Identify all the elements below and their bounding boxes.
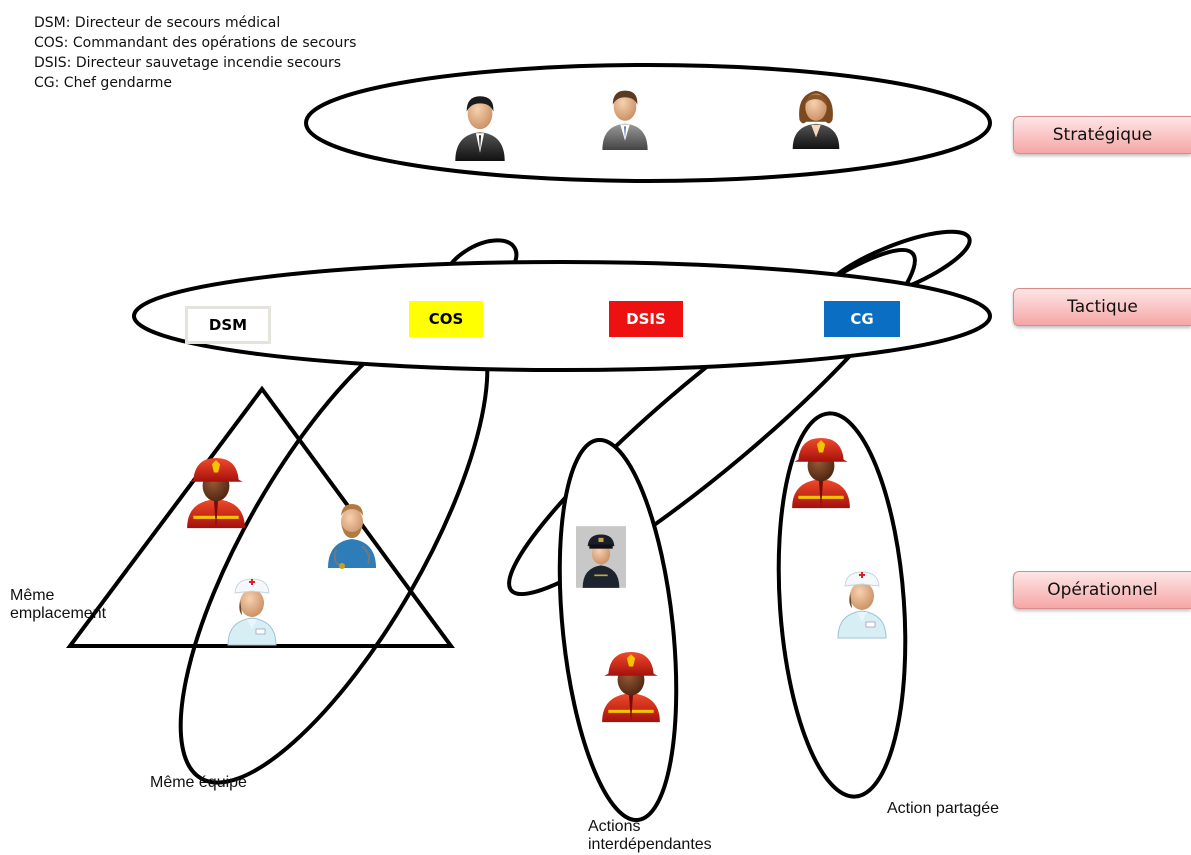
strategic-ellipse <box>304 63 992 183</box>
level-strategic: Stratégique <box>1013 116 1191 154</box>
shared-action-label: Action partagée <box>887 800 1000 817</box>
businesswoman-icon <box>792 90 840 149</box>
shared-action-ellipse <box>776 411 908 799</box>
interdependent-actions-label-line2: interdépendantes <box>588 836 712 853</box>
legend-item-dsm: DSM: Directeur de secours médical <box>34 15 281 31</box>
legend-item-dsis: DSIS: Directeur sauvetage incendie secou… <box>34 55 342 71</box>
tactical-ellipse <box>132 260 992 372</box>
same-location-label: Même emplacement <box>10 587 106 623</box>
legend-item-cg: CG: Chef gendarme <box>34 75 173 91</box>
role-cos: COS <box>409 301 483 337</box>
abbreviation-legend: DSM: Directeur de secours médical COS: C… <box>34 13 356 93</box>
interdependent-actions-ellipse <box>557 437 679 823</box>
legend-item-cos: COS: Commandant des opérations de secour… <box>34 35 357 51</box>
firefighter-icon <box>792 438 850 509</box>
police-officer-icon <box>576 526 626 588</box>
nurse-icon <box>837 571 887 639</box>
role-dsm: DSM <box>185 306 271 344</box>
same-location-label-line2: emplacement <box>10 605 107 622</box>
level-tactical: Tactique <box>1013 288 1191 326</box>
same-location-label-line1: Même <box>10 587 55 604</box>
businessman-icon <box>455 96 505 161</box>
businessman-icon <box>602 90 648 150</box>
role-cg: CG <box>824 301 900 337</box>
same-team-label: Même équipe <box>150 774 247 791</box>
interdependent-actions-label-line1: Actions <box>588 818 641 835</box>
level-operational: Opérationnel <box>1013 571 1191 609</box>
coordination-link-ellipse <box>507 247 917 597</box>
interdependent-actions-label: Actions interdépendantes <box>588 818 712 854</box>
role-dsis: DSIS <box>609 301 683 337</box>
